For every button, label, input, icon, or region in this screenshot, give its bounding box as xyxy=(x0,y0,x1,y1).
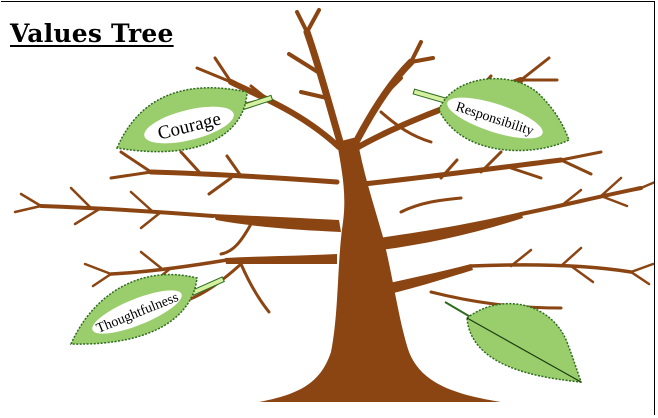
side-branch xyxy=(219,222,253,256)
side-branch xyxy=(109,150,243,196)
side-branch xyxy=(469,263,633,274)
crown-branch xyxy=(303,28,347,156)
side-branch xyxy=(559,176,654,208)
leaf-shape xyxy=(466,303,583,383)
side-branch xyxy=(360,157,564,187)
tree-trunk xyxy=(259,137,501,402)
leaf-blank xyxy=(444,301,583,383)
leaf-courage: Courage xyxy=(115,87,274,153)
crown-branch xyxy=(287,8,329,100)
crown-branch xyxy=(195,56,273,108)
lower-right-limb xyxy=(385,264,473,294)
side-branch xyxy=(439,150,603,180)
side-branch xyxy=(399,196,563,310)
crown-branch xyxy=(228,79,342,150)
side-branch xyxy=(109,258,229,276)
leaf-stem xyxy=(412,88,448,104)
left-main-limb xyxy=(213,214,341,232)
crown-branch xyxy=(347,58,415,156)
leaf-label-bg xyxy=(92,290,182,334)
side-branch xyxy=(83,250,173,288)
side-branch xyxy=(379,110,433,144)
leaf-label-bg xyxy=(144,106,234,144)
side-branch xyxy=(509,246,654,286)
leaf-responsibility: Responsibility xyxy=(412,77,570,152)
side-branch xyxy=(39,204,215,218)
right-main-limb xyxy=(379,212,523,250)
leaf-label-bg xyxy=(447,97,543,139)
page-title: Values Tree xyxy=(10,19,174,48)
leaf-midrib xyxy=(466,317,582,383)
side-branch xyxy=(13,186,163,230)
side-branch xyxy=(148,169,340,185)
side-branch xyxy=(519,186,643,216)
crown-branch xyxy=(444,56,559,118)
crown-branch xyxy=(383,40,435,96)
lower-left-limb xyxy=(225,254,337,264)
